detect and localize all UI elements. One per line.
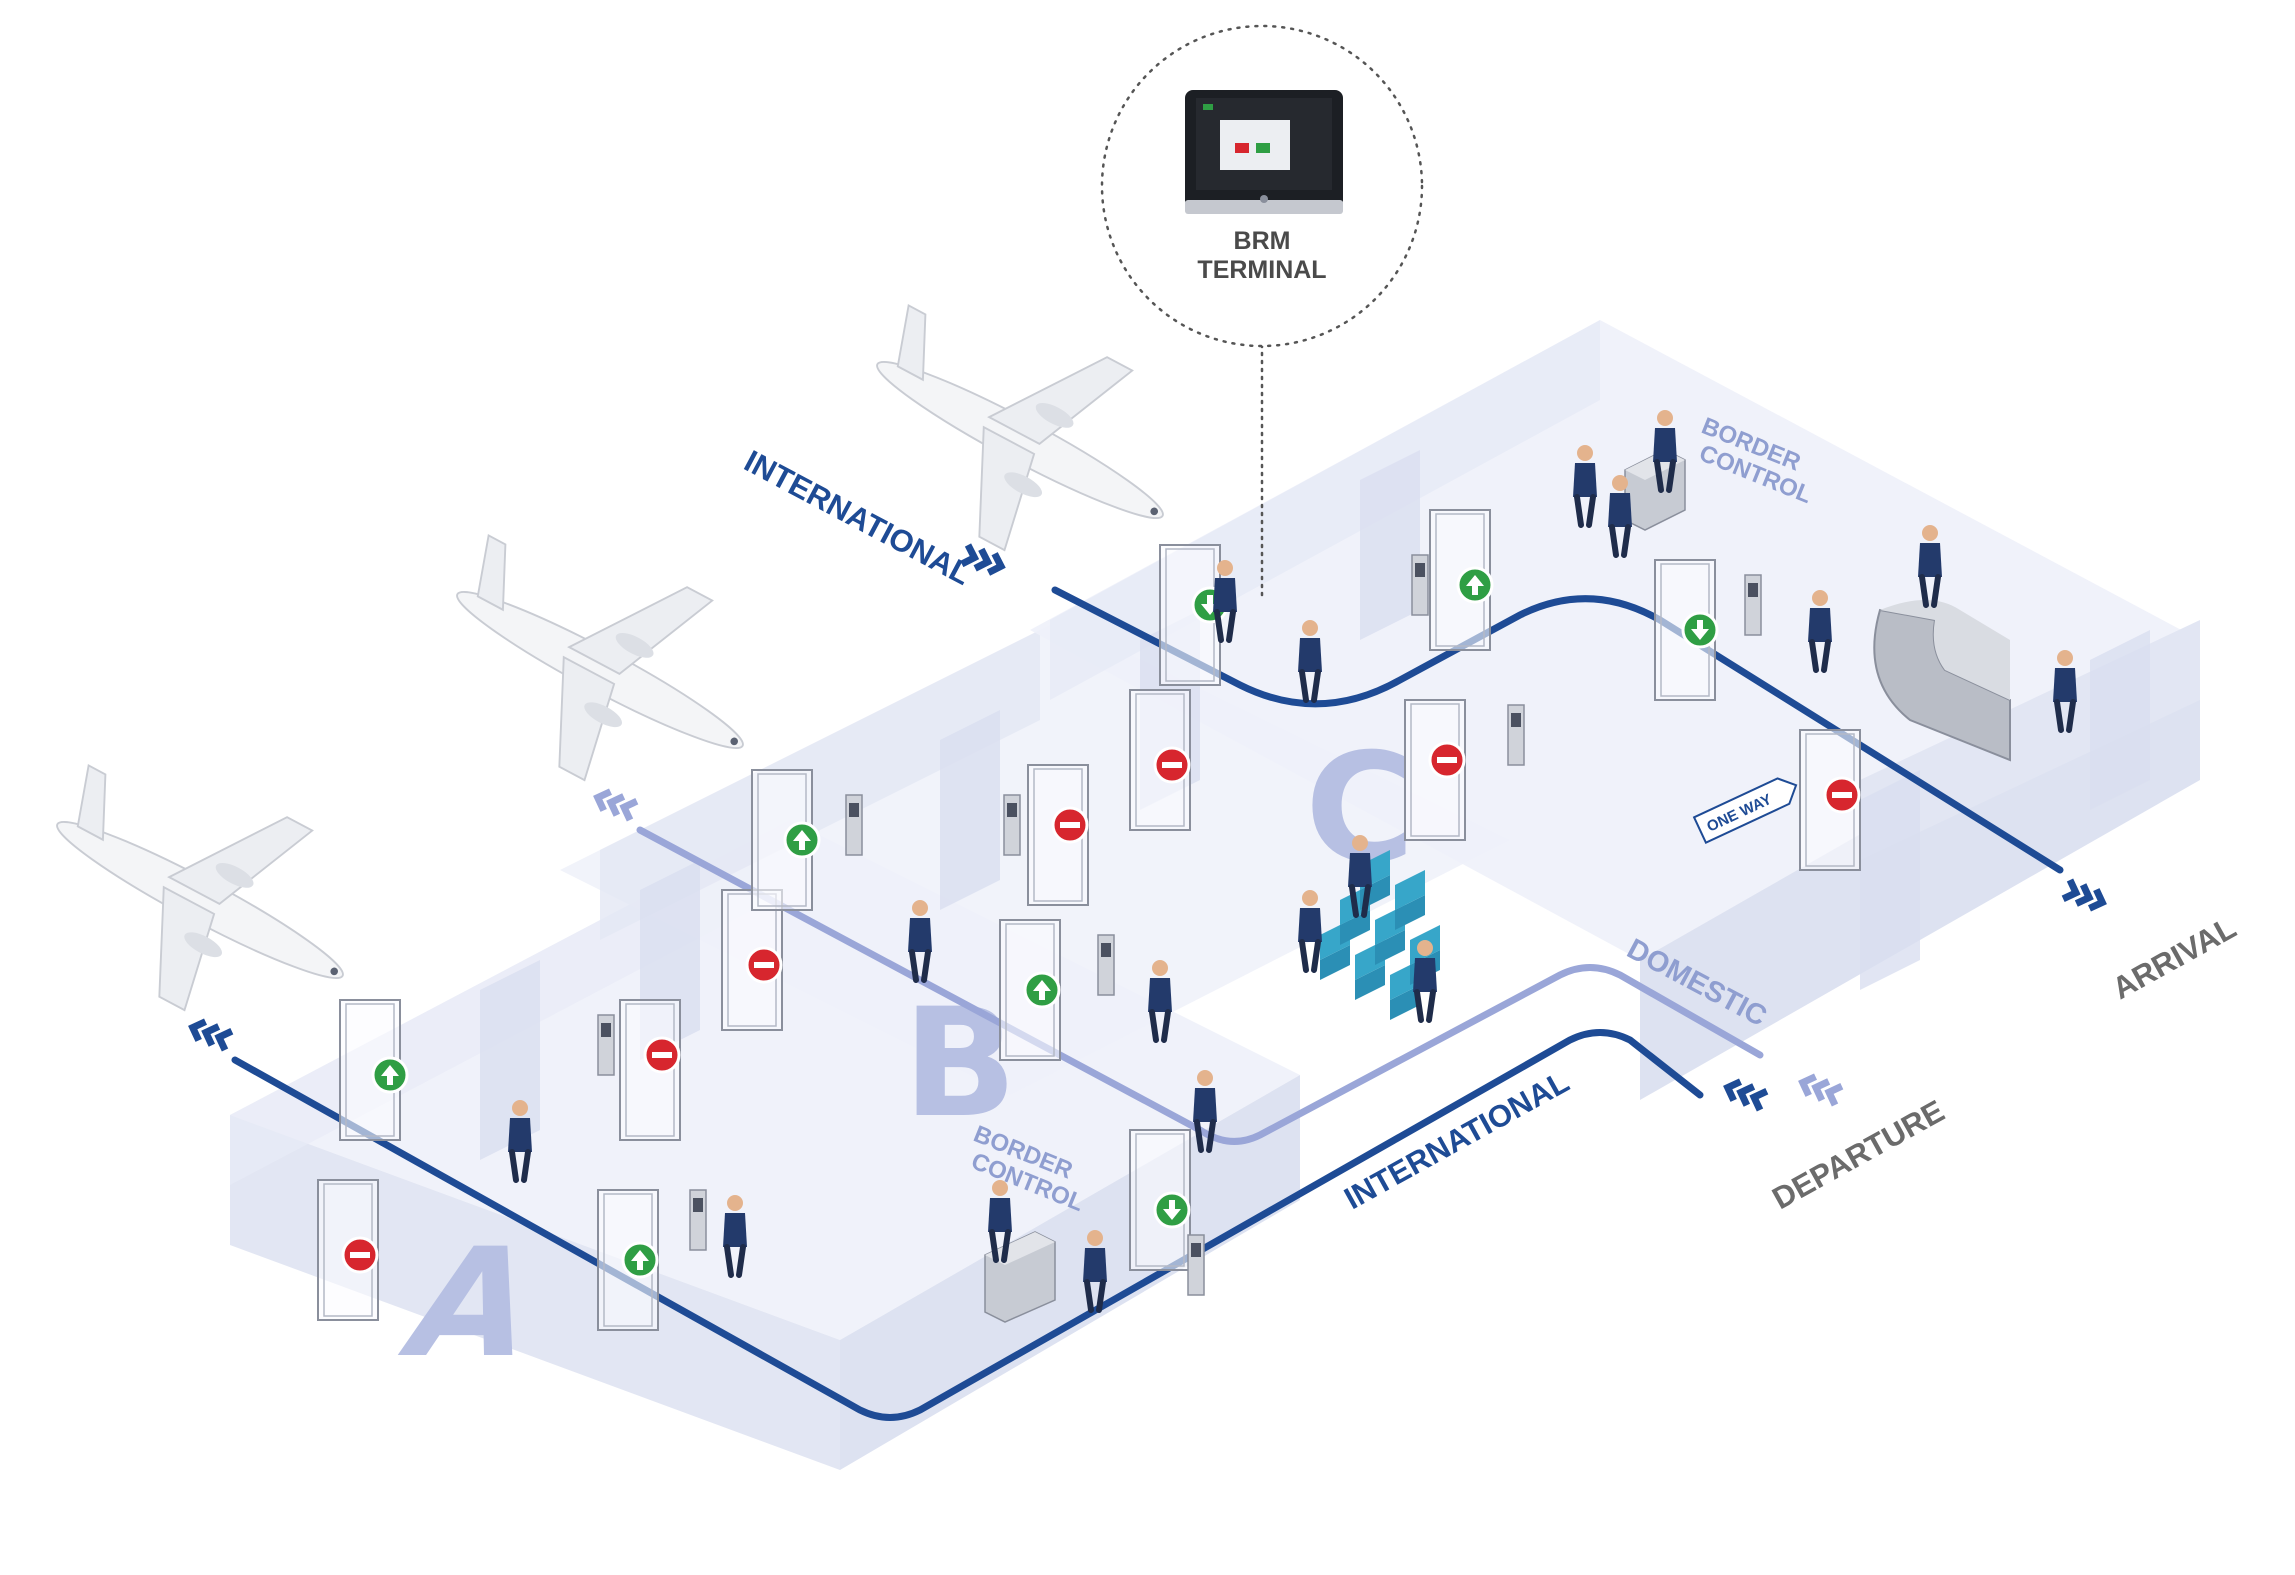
chevron-icon-departure-in — [1724, 1078, 1767, 1110]
chevron-icon-domestic-in — [1799, 1073, 1842, 1105]
chevron-icon-arrival-out — [2063, 880, 2106, 912]
departure-label: DEPARTURE — [1766, 1093, 1950, 1216]
international-bottom-label: INTERNATIONAL — [1338, 1064, 1574, 1216]
brm-terminal-icon — [1185, 90, 1343, 214]
brm-terminal-title-line1: BRM — [1234, 227, 1291, 255]
international-top-label: INTERNATIONAL — [739, 443, 977, 592]
chevron-icon-departure-out — [189, 1018, 232, 1050]
arrival-label: ARRIVAL — [2106, 910, 2241, 1006]
brm-terminal-title-line2: TERMINAL — [1197, 256, 1326, 284]
airplane-icon-top — [828, 264, 1216, 609]
airplane-icon-bottom — [8, 724, 396, 1069]
chevron-icon-domestic-out — [594, 788, 637, 820]
